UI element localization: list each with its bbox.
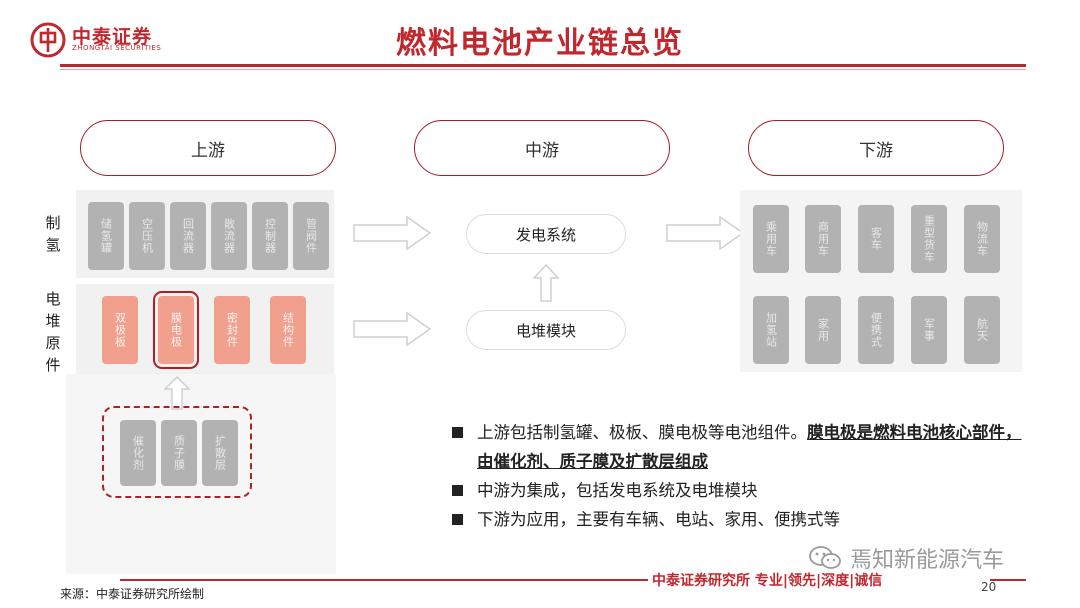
bullet-square-icon [452,427,463,438]
card-mea-selected: 膜电极 [153,291,199,369]
card-military: 军事 [911,296,947,364]
bullet-text: 中游为集成，包括发电系统及电堆模块 [477,481,758,500]
card-controller: 控制器 [252,202,288,270]
watermark: 焉知新能源汽车 [808,542,1004,574]
source-note: 来源：中泰证券研究所绘制 [60,587,205,601]
row-label-stack: 电堆原件 [45,290,61,374]
bullet-item: 上游包括制氢罐、极板、膜电极等电池组件。膜电极是燃料电池核心部件，由催化剂、质子… [452,418,1022,476]
card-seal: 密封件 [214,296,250,364]
arrow-right-icon [353,216,431,250]
card-bipolar-plate: 双极板 [102,296,138,364]
footer-slogan: 中泰证券研究所 专业|领先|深度|诚信 [652,573,883,589]
card-catalyst: 催化剂 [120,420,156,486]
footer-divider-left [120,579,648,581]
bullet-square-icon [452,514,463,525]
bullet-text: 下游为应用，主要有车辆、电站、家用、便携式等 [477,510,840,529]
card-logistics-vehicle: 物流车 [964,205,1000,273]
arrow-up-mea-icon [164,376,190,410]
stage-downstream: 下游 [748,120,1004,176]
node-power-system: 发电系统 [466,214,626,254]
card-heavy-truck: 重型货车 [911,205,947,273]
card-hydrogen-tank: 储氢罐 [88,202,124,270]
bullet-highlight: 膜电极是燃料电池核心部件，由催化剂、质子膜及扩散层组成 [477,423,1022,471]
card-proton-membrane: 质子膜 [161,420,197,486]
card-diffuser: 散流器 [211,202,247,270]
bullet-square-icon [452,485,463,496]
zhongtai-logo-icon [30,22,66,58]
card-diffusion-layer: 扩散层 [202,420,238,486]
card-commercial-vehicle: 商用车 [805,205,841,273]
page-title: 燃料电池产业链总览 [396,26,684,61]
stage-midstream: 中游 [414,120,670,176]
card-portable: 便携式 [858,296,894,364]
mea-group-outline [102,406,252,498]
row-label-hydrogen: 制氢 [45,214,61,254]
card-air-compressor: 空压机 [129,202,165,270]
title-divider [60,64,1026,67]
wechat-icon [809,546,841,569]
card-hydrogen-station: 加氢站 [753,296,789,364]
card-return-device: 回流器 [170,202,206,270]
page-number: 20 [981,580,997,594]
arrow-right-icon [353,312,431,346]
brand-name: 中泰证券 [72,26,153,48]
bullet-text: 上游包括制氢罐、极板、膜电极等电池组件。 [477,423,807,442]
stage-upstream: 上游 [80,120,336,176]
summary-bullets: 上游包括制氢罐、极板、膜电极等电池组件。膜电极是燃料电池核心部件，由催化剂、质子… [452,418,1022,534]
footer-divider-right [990,579,1026,581]
watermark-text: 焉知新能源汽车 [850,548,1005,573]
title-divider-thin [60,69,1026,70]
card-household: 家用 [805,296,841,364]
arrow-right-icon [666,216,744,250]
card-valves: 管阀件 [293,202,329,270]
card-aerospace: 航天 [964,296,1000,364]
bullet-item: 中游为集成，包括发电系统及电堆模块 [452,476,1022,505]
card-structure: 结构件 [270,296,306,364]
bullet-item: 下游为应用，主要有车辆、电站、家用、便携式等 [452,505,1022,534]
card-bus: 客车 [858,205,894,273]
node-stack-module: 电堆模块 [466,310,626,350]
brand-name-en: ZHONGTAI SECURITIES [72,44,162,52]
card-passenger-car: 乘用车 [753,205,789,273]
arrow-up-icon [533,264,559,302]
